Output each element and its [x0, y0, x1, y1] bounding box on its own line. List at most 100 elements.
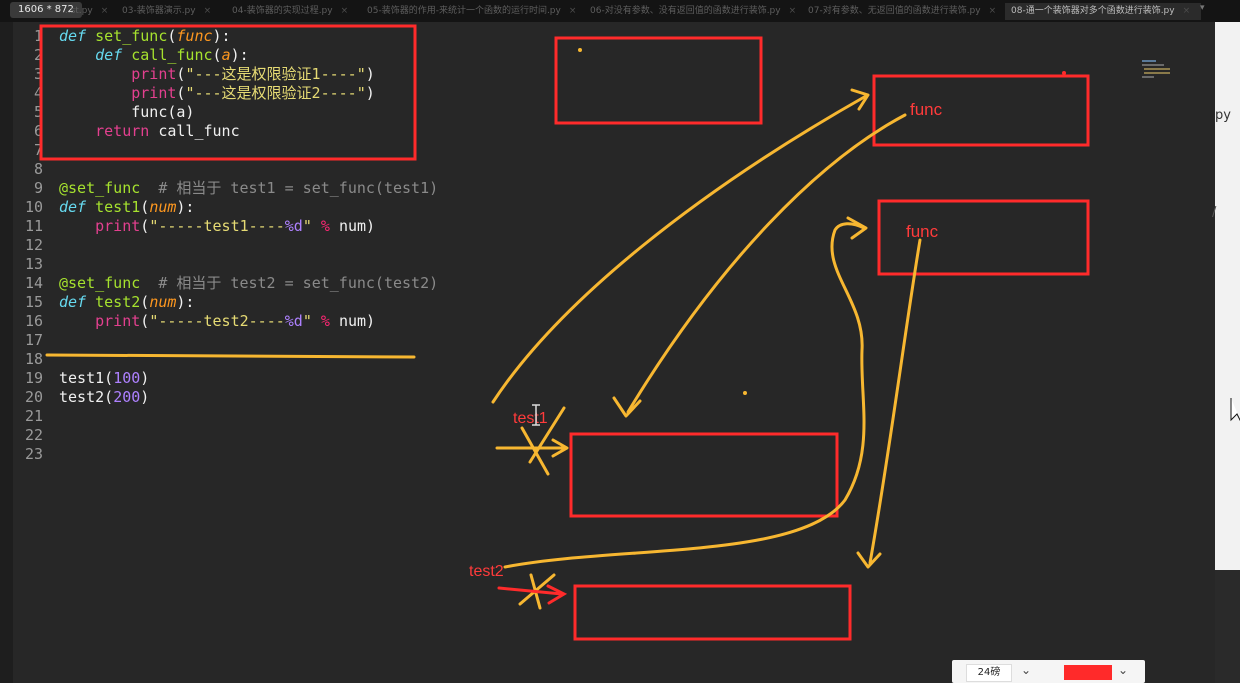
- code-token: ": [302, 217, 312, 235]
- code-line[interactable]: print("---这是权限验证2----"): [59, 84, 375, 103]
- line-number: 11: [24, 217, 43, 235]
- code-token: (: [212, 46, 222, 64]
- code-token: "-----test2----: [149, 312, 285, 330]
- code-token: (: [176, 84, 186, 102]
- size-badge: 1606 * 872: [10, 2, 82, 18]
- code-line[interactable]: return call_func: [59, 122, 240, 141]
- code-token: a: [221, 46, 231, 64]
- marker-dot: [578, 48, 582, 52]
- box-set-func-code: [39, 24, 417, 161]
- close-icon[interactable]: ×: [340, 6, 349, 16]
- code-token: def: [95, 46, 123, 64]
- code-token: (: [140, 312, 150, 330]
- tab-2[interactable]: 03-装饰器演示.py×: [122, 6, 212, 16]
- code-token: ): [140, 388, 150, 406]
- arrow-head: [546, 584, 568, 605]
- box-func-1: [872, 74, 1090, 147]
- line-number: 6: [33, 122, 43, 140]
- code-token: func(a): [59, 103, 195, 121]
- code-token: call_func: [131, 46, 213, 64]
- code-line[interactable]: print("-----test2----%d" % num): [59, 312, 375, 331]
- code-token: (: [140, 293, 150, 311]
- code-line[interactable]: def set_func(func):: [59, 27, 231, 46]
- tab-4[interactable]: 05-装饰器的作用-来统计一个函数的运行时间.py×: [367, 6, 577, 16]
- code-token: ):: [230, 46, 249, 64]
- code-token: num: [149, 293, 177, 311]
- code-token: print: [95, 217, 141, 235]
- underline-divider: [45, 353, 416, 359]
- line-number: 19: [24, 369, 43, 387]
- line-number: 10: [24, 198, 43, 216]
- tab-7-active[interactable]: 08-通一个装饰器对多个函数进行装饰.py×: [1005, 3, 1201, 20]
- code-token: "---这是权限验证1----": [185, 65, 366, 83]
- tab-6[interactable]: 07-对有参数、无返回值的函数进行装饰.py×: [808, 6, 997, 16]
- code-token: (: [140, 198, 150, 216]
- line-number: 22: [24, 426, 43, 444]
- drawing-toolbar: 24磅 ⌄ ⌄: [952, 660, 1145, 683]
- code-token: # 相当于 test2 = set_func(test2): [158, 274, 439, 292]
- color-swatch[interactable]: [1064, 665, 1112, 680]
- close-icon[interactable]: ×: [100, 6, 109, 16]
- tab-5[interactable]: 06-对没有参数、没有返回值的函数进行装饰.py×: [590, 6, 795, 16]
- code-line[interactable]: test2(200): [59, 388, 149, 407]
- arrow-head: [846, 216, 868, 240]
- cross-out-stroke: [518, 573, 556, 606]
- label-test1: test1: [513, 410, 548, 427]
- minimap[interactable]: [1140, 58, 1176, 80]
- code-line[interactable]: def call_func(a):: [59, 46, 249, 65]
- code-line[interactable]: func(a): [59, 103, 194, 122]
- code-line[interactable]: print("---这是权限验证1----"): [59, 65, 375, 84]
- tab-dropdown-icon[interactable]: ▾: [1200, 3, 1205, 13]
- line-number: 16: [24, 312, 43, 330]
- code-token: ): [365, 65, 375, 83]
- label-func-1: func: [910, 100, 943, 119]
- marker-dot: [1062, 71, 1066, 75]
- line-number: 18: [24, 350, 43, 368]
- code-token: num): [329, 217, 376, 235]
- line-number: 5: [33, 103, 43, 121]
- line-number: 4: [33, 84, 43, 102]
- tab-bar: 1606 * 872 ...st.py× 03-装饰器演示.py× 04-装饰器…: [0, 0, 1240, 22]
- code-line[interactable]: def test1(num):: [59, 198, 194, 217]
- code-token: print: [95, 312, 141, 330]
- code-line[interactable]: @set_func # 相当于 test1 = set_func(test1): [59, 179, 438, 198]
- arrow-head: [612, 396, 642, 418]
- code-token: ): [140, 369, 150, 387]
- close-icon[interactable]: ×: [568, 6, 577, 16]
- code-token: ):: [176, 293, 195, 311]
- code-line[interactable]: test1(100): [59, 369, 149, 388]
- code-token: %d: [284, 312, 303, 330]
- line-number: 20: [24, 388, 43, 406]
- arrow-test2-to-func-2: [503, 222, 866, 569]
- close-icon[interactable]: ×: [203, 6, 212, 16]
- code-token: num): [329, 312, 376, 330]
- code-token: ": [302, 312, 312, 330]
- code-token: print: [131, 84, 177, 102]
- line-number: 9: [33, 179, 43, 197]
- code-line[interactable]: @set_func # 相当于 test2 = set_func(test2): [59, 274, 438, 293]
- code-token: func: [176, 27, 213, 45]
- line-number: 2: [33, 46, 43, 64]
- code-token: def: [59, 27, 87, 45]
- chevron-down-icon[interactable]: ⌄: [1118, 663, 1129, 677]
- close-icon[interactable]: ×: [788, 6, 795, 16]
- side-panel-footer: [1215, 570, 1240, 683]
- tab-3[interactable]: 04-装饰器的实现过程.py×: [232, 6, 349, 16]
- code-line[interactable]: def test2(num):: [59, 293, 194, 312]
- close-icon[interactable]: ×: [1182, 6, 1191, 16]
- marker-dot: [743, 391, 747, 395]
- line-number: 8: [33, 160, 43, 178]
- line-number: 15: [24, 293, 43, 311]
- font-size-select[interactable]: 24磅: [966, 664, 1012, 682]
- line-number: 3: [33, 65, 43, 83]
- side-panel: [1215, 22, 1240, 570]
- code-token: print: [131, 65, 177, 83]
- cross-out-stroke: [528, 406, 566, 464]
- code-token: num: [149, 198, 177, 216]
- close-icon[interactable]: ×: [988, 6, 997, 16]
- side-panel-text: py: [1215, 108, 1231, 123]
- code-line[interactable]: print("-----test1----%d" % num): [59, 217, 375, 236]
- chevron-down-icon[interactable]: ⌄: [1021, 663, 1032, 677]
- tab-1[interactable]: ...st.py×: [62, 6, 109, 16]
